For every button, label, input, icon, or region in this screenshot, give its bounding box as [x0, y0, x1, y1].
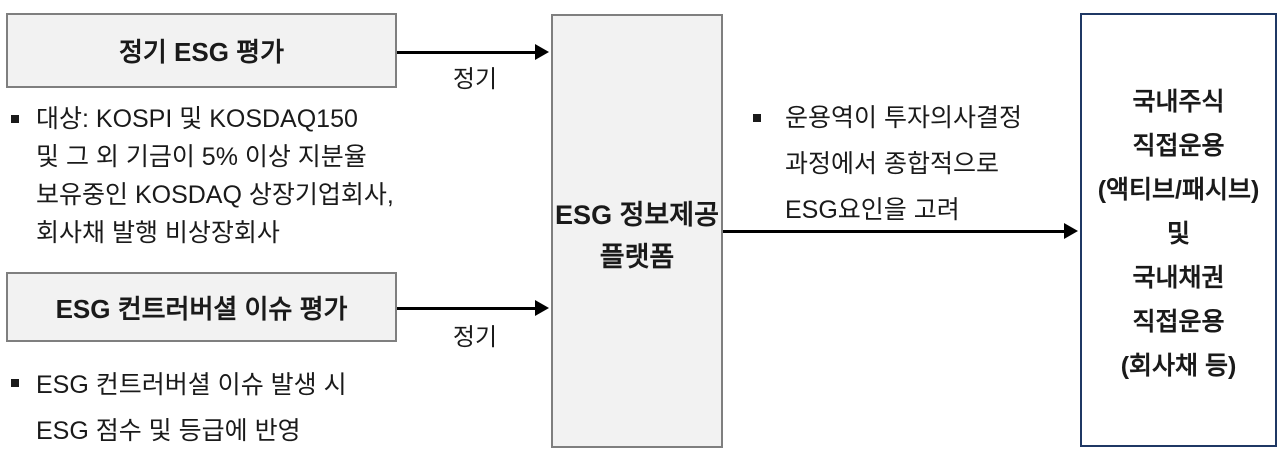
output-line: 및	[1166, 220, 1190, 248]
output-line: 직접운용	[1132, 308, 1225, 336]
detail-line: 회사채 발행 비상장회사	[36, 219, 280, 247]
arrow-regular-to-platform	[397, 44, 549, 60]
bullet-square-icon	[753, 114, 761, 122]
note-line: ESG요인을 고려	[785, 196, 960, 224]
output-line: (액티브/패시브)	[1097, 176, 1260, 204]
arrow-platform-to-output	[723, 223, 1078, 239]
bullet-square-icon	[11, 379, 19, 387]
esg-platform-title-line1: ESG 정보제공	[555, 200, 719, 230]
platform-usage-note: 운용역이 투자의사결정 과정에서 종합적으로 ESG요인을 고려	[785, 95, 1022, 233]
controversial-issue-eval-title: ESG 컨트러버셜 이슈 평가	[55, 293, 348, 324]
regular-esg-eval-box: 정기 ESG 평가	[6, 13, 397, 88]
output-line: 국내채권	[1132, 264, 1225, 292]
arrowhead-right-icon	[1064, 223, 1078, 239]
arrowhead-right-icon	[535, 44, 549, 60]
detail-line: 대상: KOSPI 및 KOSDAQ150	[36, 105, 358, 133]
note-line: 과정에서 종합적으로	[785, 150, 999, 178]
detail-line: 및 그 외 기금이 5% 이상 지분율	[36, 143, 367, 171]
detail-line: ESG 컨트러버셜 이슈 발생 시	[36, 371, 347, 399]
detail-line: ESG 점수 및 등급에 반영	[36, 417, 301, 445]
bullet-square-icon	[11, 115, 19, 123]
esg-platform-title-line2: 플랫폼	[599, 242, 675, 272]
esg-platform-box: ESG 정보제공 플랫폼	[551, 14, 723, 448]
regular-esg-eval-title: 정기 ESG 평가	[118, 37, 285, 67]
arrow-controversial-to-platform	[397, 300, 549, 316]
fund-management-output-box: 국내주식 직접운용 (액티브/패시브) 및 국내채권 직접운용 (회사채 등)	[1080, 13, 1277, 447]
regular-eval-details: 대상: KOSPI 및 KOSDAQ150 및 그 외 기금이 5% 이상 지분…	[36, 100, 394, 252]
note-line: 운용역이 투자의사결정	[785, 104, 1022, 132]
arrow-top-label: 정기	[452, 66, 498, 93]
arrowhead-right-icon	[535, 300, 549, 316]
detail-line: 보유중인 KOSDAQ 상장기업회사,	[36, 181, 394, 209]
output-line: 직접운용	[1132, 132, 1225, 160]
output-line: 국내주식	[1132, 88, 1225, 116]
controversial-issue-eval-box: ESG 컨트러버셜 이슈 평가	[6, 272, 397, 342]
controversial-eval-details: ESG 컨트러버셜 이슈 발생 시 ESG 점수 및 등급에 반영	[36, 362, 347, 454]
output-line: (회사채 등)	[1120, 352, 1237, 380]
arrow-bottom-label: 정기	[452, 324, 498, 351]
